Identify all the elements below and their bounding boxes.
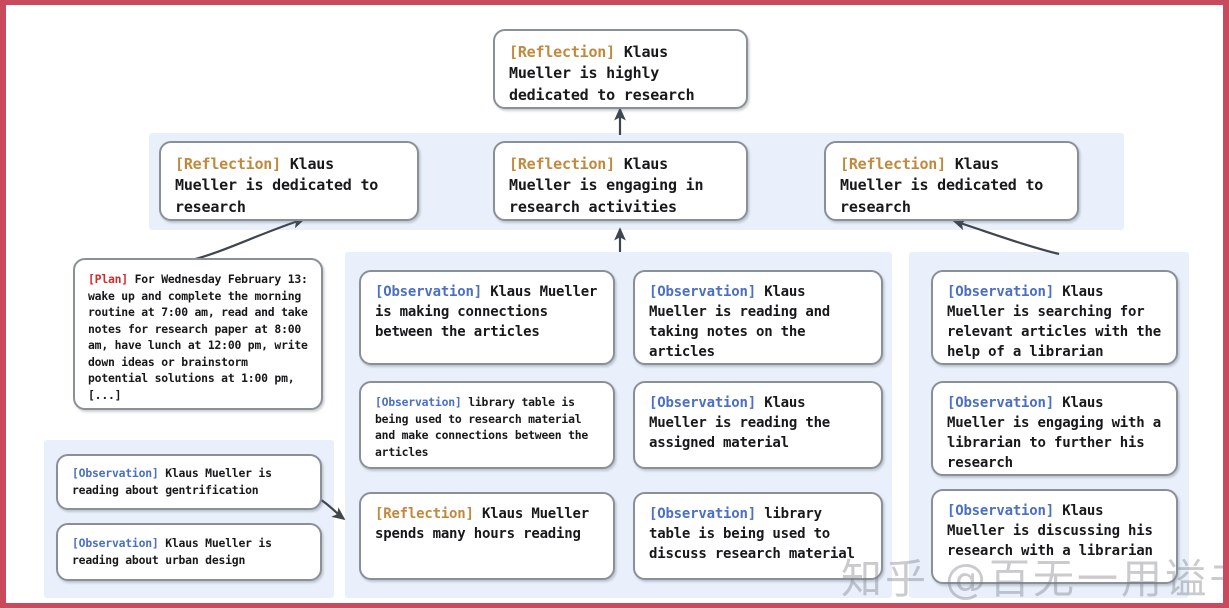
node-text: [Observation] Klaus Mueller is making co… [375, 283, 599, 343]
node-text: [Observation] Klaus Mueller is searching… [947, 283, 1162, 363]
tag-observation: [Observation] [649, 395, 756, 411]
tag-observation: [Observation] [947, 395, 1054, 411]
node-body: Klaus Mueller is searching for relevant … [947, 284, 1170, 360]
node-text: [Reflection] Klaus Mueller is dedicated … [175, 154, 403, 218]
node-body: Klaus Mueller is engaging in research ac… [509, 155, 713, 216]
node-mid-reflection-right[interactable]: [Reflection] Klaus Mueller is dedicated … [824, 141, 1079, 221]
node-col4-obs-discussing[interactable]: [Observation] Klaus Mueller is discussin… [931, 489, 1178, 584]
node-body: For Wednesday February 13: wake up and c… [88, 272, 315, 402]
node-col2-obs-library-table[interactable]: [Observation] library table is being use… [359, 381, 615, 469]
node-col4-obs-searching[interactable]: [Observation] Klaus Mueller is searching… [931, 270, 1178, 365]
node-text: [Reflection] Klaus Mueller is engaging i… [509, 154, 732, 218]
node-text: [Reflection] Klaus Mueller is highly ded… [509, 42, 732, 106]
node-body: Klaus Mueller is engaging with a librari… [947, 395, 1170, 471]
node-text: [Observation] Klaus Mueller is reading t… [649, 394, 867, 454]
tag-reflection: [Reflection] [509, 155, 615, 173]
node-plan[interactable]: [Plan] For Wednesday February 13: wake u… [73, 258, 323, 410]
tag-observation: [Observation] [649, 284, 756, 300]
tag-reflection: [Reflection] [509, 43, 615, 61]
node-text: [Observation] Klaus Mueller is reading a… [649, 283, 867, 363]
node-text: [Observation] Klaus Mueller is reading a… [72, 465, 306, 498]
node-body: Klaus Mueller spends many hours reading [375, 506, 598, 542]
node-col3-obs-assigned-material[interactable]: [Observation] Klaus Mueller is reading t… [633, 381, 883, 469]
node-body: Klaus Mueller is dedicated to research [840, 155, 1052, 216]
node-text: [Reflection] Klaus Mueller spends many h… [375, 505, 599, 545]
tag-reflection: [Reflection] [840, 155, 946, 173]
tag-observation: [Observation] [72, 466, 159, 481]
node-body: Klaus Mueller is reading the assigned ma… [649, 395, 839, 451]
node-obs-gentrification[interactable]: [Observation] Klaus Mueller is reading a… [56, 454, 322, 510]
node-text: [Observation] library table is being use… [649, 505, 867, 565]
node-text: [Observation] Klaus Mueller is reading a… [72, 535, 306, 568]
tag-observation: [Observation] [375, 284, 482, 300]
node-body: Klaus Mueller is reading and taking note… [649, 284, 839, 360]
node-body: Klaus Mueller is dedicated to research [175, 155, 387, 216]
node-text: [Reflection] Klaus Mueller is dedicated … [840, 154, 1063, 218]
node-body: library table is being used to research … [375, 395, 595, 459]
tag-reflection: [Reflection] [375, 506, 474, 522]
node-col3-obs-discuss-material[interactable]: [Observation] library table is being use… [633, 492, 883, 580]
node-root-reflection[interactable]: [Reflection] Klaus Mueller is highly ded… [493, 29, 748, 109]
node-col2-obs-connections[interactable]: [Observation] Klaus Mueller is making co… [359, 270, 615, 365]
tag-observation: [Observation] [649, 506, 756, 522]
node-mid-reflection-left[interactable]: [Reflection] Klaus Mueller is dedicated … [159, 141, 419, 221]
tag-reflection: [Reflection] [175, 155, 281, 173]
node-text: [Observation] Klaus Mueller is discussin… [947, 502, 1162, 562]
node-text: [Observation] Klaus Mueller is engaging … [947, 394, 1162, 474]
node-body: Klaus Mueller is making connections betw… [375, 284, 606, 340]
node-col4-obs-engaging[interactable]: [Observation] Klaus Mueller is engaging … [931, 381, 1178, 476]
node-col2-reflection-hours[interactable]: [Reflection] Klaus Mueller spends many h… [359, 492, 615, 580]
node-body: Klaus Mueller is reading about urban des… [72, 536, 279, 567]
node-body: Klaus Mueller is highly dedicated to res… [509, 43, 695, 104]
node-mid-reflection-center[interactable]: [Reflection] Klaus Mueller is engaging i… [493, 141, 748, 221]
tag-observation: [Observation] [72, 536, 159, 551]
node-body: Klaus Mueller is reading about gentrific… [72, 466, 279, 497]
node-col3-obs-taking-notes[interactable]: [Observation] Klaus Mueller is reading a… [633, 270, 883, 365]
node-text: [Observation] library table is being use… [375, 394, 599, 460]
tag-observation: [Observation] [375, 395, 462, 409]
node-body: Klaus Mueller is discussing his research… [947, 503, 1161, 559]
tag-plan: [Plan] [88, 272, 128, 286]
node-text: [Plan] For Wednesday February 13: wake u… [88, 271, 311, 403]
tag-observation: [Observation] [947, 284, 1054, 300]
node-obs-urban-design[interactable]: [Observation] Klaus Mueller is reading a… [56, 523, 322, 581]
node-body: library table is being used to discuss r… [649, 506, 855, 562]
tag-observation: [Observation] [947, 503, 1054, 519]
